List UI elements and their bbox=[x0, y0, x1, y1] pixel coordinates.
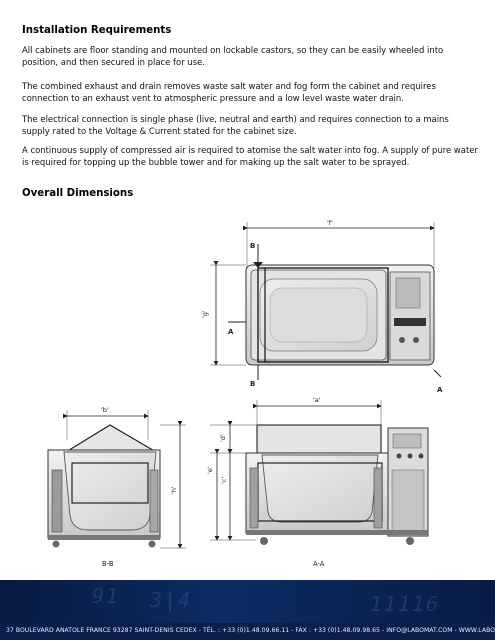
dim-c-label: 'c' bbox=[220, 477, 228, 484]
paragraph-air-water: A continuous supply of compressed air is… bbox=[22, 145, 478, 167]
section-bb-view: 'b' 'h' B-B bbox=[47, 406, 186, 568]
footer-address-bar bbox=[0, 623, 495, 640]
dim-d-label: 'd' bbox=[219, 434, 227, 442]
dim-f-label: 'f' bbox=[327, 219, 333, 227]
lid-aa bbox=[256, 424, 382, 454]
marker-b-top: B bbox=[250, 242, 255, 250]
marker-b-bottom: B bbox=[250, 380, 255, 388]
marker-a-left: A bbox=[228, 328, 234, 336]
dimensions-heading: Overall Dimensions bbox=[22, 188, 134, 199]
section-aa-view: 'a' 'd' 'e' 'c' A-A bbox=[206, 396, 429, 568]
footer-decor-1: 91 bbox=[92, 584, 121, 608]
paragraph-electrical: The electrical connection is single phas… bbox=[22, 114, 449, 136]
paragraph-castors: All cabinets are floor standing and moun… bbox=[22, 45, 444, 67]
caption-aa: A-A bbox=[313, 560, 325, 568]
footer-banner: 91 3|4 11116 37 BOULEVARD ANATOLE FRANCE… bbox=[0, 580, 495, 640]
marker-a-right: A bbox=[437, 386, 443, 394]
caption-bb: B-B bbox=[102, 560, 114, 568]
dimension-drawings: 'f' 'g' B B A A bbox=[47, 219, 443, 568]
dim-h-label: 'h' bbox=[170, 486, 178, 494]
footer-decor-2: 3|4 bbox=[150, 588, 193, 612]
dim-e-label: 'e' bbox=[206, 466, 214, 474]
footer-address: 37 BOULEVARD ANATOLE FRANCE 93287 SAINT-… bbox=[6, 627, 495, 634]
footer-decor-3: 11116 bbox=[370, 592, 441, 616]
plan-view: 'f' 'g' B B A A bbox=[201, 219, 443, 394]
dim-b-label: 'b' bbox=[101, 406, 109, 414]
lid-bb bbox=[63, 424, 159, 453]
installation-heading: Installation Requirements bbox=[22, 25, 172, 36]
dim-g-label: 'g' bbox=[201, 310, 209, 318]
paragraph-exhaust: The combined exhaust and drain removes w… bbox=[22, 81, 436, 103]
dim-a-label: 'a' bbox=[313, 396, 321, 404]
